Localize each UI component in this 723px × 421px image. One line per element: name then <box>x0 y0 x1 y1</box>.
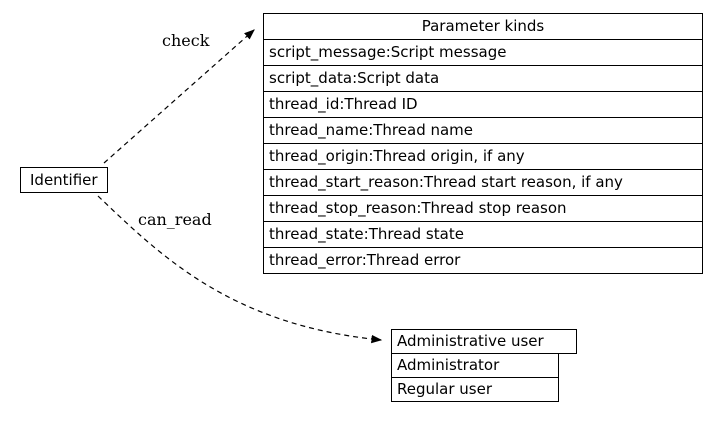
parameter-kinds-title: Parameter kinds <box>264 14 702 40</box>
parameter-row: thread_stop_reason:Thread stop reason <box>264 196 702 222</box>
parameter-row: thread_origin:Thread origin, if any <box>264 144 702 170</box>
user-row: Administrator <box>391 353 559 378</box>
user-row: Regular user <box>391 377 559 402</box>
users-node: Administrative user Administrator Regula… <box>391 329 577 402</box>
edge-check-label: check <box>162 31 210 50</box>
parameter-row: thread_start_reason:Thread start reason,… <box>264 170 702 196</box>
parameter-row: thread_state:Thread state <box>264 222 702 248</box>
parameter-row: script_message:Script message <box>264 40 702 66</box>
parameter-row: thread_id:Thread ID <box>264 92 702 118</box>
parameter-kinds-node: Parameter kinds script_message:Script me… <box>263 13 703 274</box>
identifier-node: Identifier <box>20 167 108 193</box>
parameter-row: thread_name:Thread name <box>264 118 702 144</box>
edge-can-read-label: can_read <box>138 210 212 229</box>
parameter-row: script_data:Script data <box>264 66 702 92</box>
users-title: Administrative user <box>391 329 577 354</box>
edge-check-line <box>103 29 255 164</box>
parameter-row: thread_error:Thread error <box>269 251 461 269</box>
